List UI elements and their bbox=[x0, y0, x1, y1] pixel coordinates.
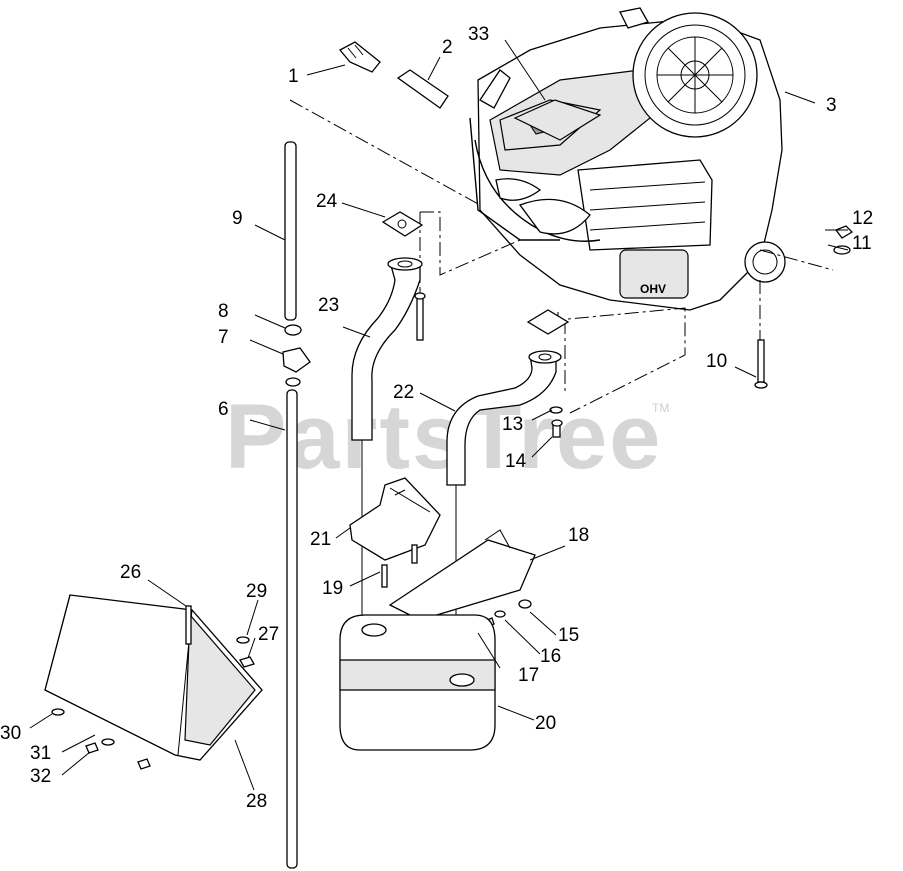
part-28-heat-shield[interactable] bbox=[44, 594, 263, 761]
part-10-bolt[interactable] bbox=[754, 339, 768, 389]
part-23-bolt[interactable] bbox=[414, 292, 426, 341]
callout-14: 14 bbox=[505, 451, 527, 472]
part-12-nut[interactable] bbox=[834, 225, 854, 239]
part-16-washer[interactable] bbox=[494, 610, 506, 618]
callout-17: 17 bbox=[518, 665, 539, 686]
part-7-valve[interactable] bbox=[282, 347, 311, 387]
callout-3: 3 bbox=[826, 95, 837, 116]
part-8-clamp[interactable] bbox=[284, 324, 302, 336]
callout-30: 30 bbox=[0, 723, 21, 744]
part-33-decal[interactable] bbox=[513, 99, 602, 141]
part-9-tube[interactable] bbox=[284, 141, 297, 321]
callout-9: 9 bbox=[232, 208, 243, 229]
engine-valve-cover bbox=[619, 249, 689, 299]
part-31-washer[interactable] bbox=[101, 738, 115, 746]
callout-18: 18 bbox=[568, 525, 589, 546]
part-21-bracket[interactable] bbox=[349, 477, 441, 561]
part-23-exhaust-pipe[interactable] bbox=[351, 257, 423, 660]
callout-11: 11 bbox=[852, 233, 872, 254]
callout-19: 19 bbox=[322, 578, 343, 599]
callout-7: 7 bbox=[218, 327, 229, 348]
part-19-bolt[interactable] bbox=[381, 544, 418, 588]
part-26-bolt[interactable] bbox=[185, 605, 192, 645]
callout-20: 20 bbox=[535, 713, 556, 734]
part-32-nut[interactable] bbox=[85, 742, 151, 770]
part-30-bolt[interactable] bbox=[51, 708, 65, 716]
part-20-muffler[interactable] bbox=[339, 614, 496, 751]
part-29-washer[interactable] bbox=[236, 636, 250, 644]
callout-27: 27 bbox=[258, 624, 279, 645]
callout-28: 28 bbox=[246, 791, 267, 812]
callout-15: 15 bbox=[558, 625, 579, 646]
callout-2: 2 bbox=[442, 37, 453, 58]
callout-12: 12 bbox=[852, 208, 873, 229]
engine[interactable]: OHV bbox=[469, 7, 786, 311]
engine-decal-text: OHV bbox=[640, 282, 666, 296]
callout-33: 33 bbox=[468, 24, 489, 45]
callout-10: 10 bbox=[706, 351, 727, 372]
leader-lines bbox=[29, 39, 849, 791]
callout-8: 8 bbox=[218, 301, 229, 322]
part-27-nut[interactable] bbox=[239, 656, 255, 668]
part-2-hose[interactable] bbox=[396, 69, 449, 109]
watermark-trademark: TM bbox=[652, 401, 669, 415]
callout-22: 22 bbox=[393, 382, 414, 403]
callout-31: 31 bbox=[30, 743, 51, 764]
callout-16: 16 bbox=[540, 646, 561, 667]
part-14-bolt[interactable] bbox=[551, 419, 563, 438]
part-13-washer[interactable] bbox=[549, 406, 563, 414]
part-22-exhaust-pipe[interactable] bbox=[446, 309, 570, 690]
callout-6: 6 bbox=[218, 399, 229, 420]
callout-23: 23 bbox=[318, 295, 339, 316]
part-24-gasket[interactable] bbox=[381, 211, 424, 237]
callout-1: 1 bbox=[288, 66, 299, 87]
callout-32: 32 bbox=[30, 766, 51, 787]
callout-26: 26 bbox=[120, 562, 141, 583]
part-15-washer[interactable] bbox=[518, 599, 532, 609]
part-6-tube[interactable] bbox=[286, 389, 298, 869]
callout-24: 24 bbox=[316, 191, 338, 212]
callout-21: 21 bbox=[310, 529, 331, 550]
part-1-fitting[interactable] bbox=[338, 41, 381, 73]
callout-29: 29 bbox=[246, 581, 267, 602]
callout-13: 13 bbox=[502, 414, 523, 435]
